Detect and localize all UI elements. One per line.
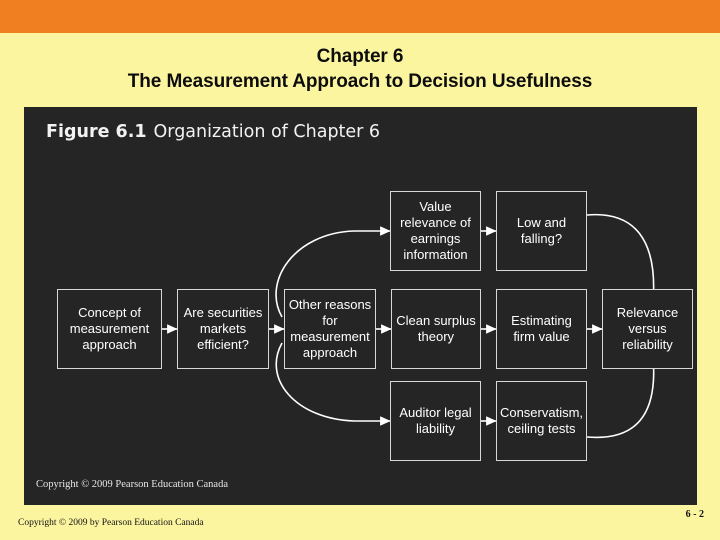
node-value-relevance[interactable]: Value relevance of earnings information <box>390 191 481 271</box>
page-title-line-1: Chapter 6 <box>316 46 404 67</box>
node-low-and-falling[interactable]: Low and falling? <box>496 191 587 271</box>
diagram-connectors <box>162 213 659 439</box>
figure-panel: Figure 6.1 Organization of Chapter 6 <box>24 107 697 505</box>
accent-bar-top <box>0 0 720 33</box>
node-auditor-legal-liability[interactable]: Auditor legal liability <box>390 381 481 461</box>
node-estimating-firm-value[interactable]: Estimating firm value <box>496 289 587 369</box>
node-conservatism-ceiling-tests-label: Conservatism, ceiling tests <box>499 405 584 436</box>
figure-heading: Figure 6.1 Organization of Chapter 6 <box>46 122 380 142</box>
node-concept[interactable]: Concept of measurement approach <box>57 289 162 369</box>
node-securities[interactable]: Are securities markets efficient? <box>177 289 269 369</box>
node-clean-surplus-label: Clean surplus theory <box>396 313 476 344</box>
arrow-other-to-value <box>275 226 391 318</box>
node-conservatism-ceiling-tests[interactable]: Conservatism, ceiling tests <box>496 381 587 461</box>
node-other-reasons-label: Other reasons for measurement approach <box>288 297 372 360</box>
node-securities-label: Are securities markets efficient? <box>183 305 263 352</box>
node-concept-label: Concept of measurement approach <box>69 305 150 352</box>
organization-flow-diagram: Concept of measurement approach Are secu… <box>24 107 697 505</box>
node-relevance-versus-reliability-label: Relevance versus reliability <box>616 305 679 352</box>
node-clean-surplus[interactable]: Clean surplus theory <box>391 289 481 369</box>
footer-page-number: 6 - 2 <box>685 509 704 520</box>
figure-label: Figure 6.1 <box>46 122 147 142</box>
arrow-lowfalling-to-relevance <box>586 213 659 304</box>
node-estimating-firm-value-label: Estimating firm value <box>511 313 572 344</box>
node-relevance-versus-reliability[interactable]: Relevance versus reliability <box>602 289 693 369</box>
page-title: Chapter 6 The Measurement Approach to De… <box>0 44 720 94</box>
node-auditor-legal-liability-label: Auditor legal liability <box>399 405 472 436</box>
page-title-line-2: The Measurement Approach to Decision Use… <box>127 71 593 92</box>
arrow-other-to-auditor <box>275 342 391 426</box>
node-value-relevance-label: Value relevance of earnings information <box>400 199 471 262</box>
figure-credit: Copyright © 2009 Pearson Education Canad… <box>36 479 228 490</box>
footer-copyright: Copyright © 2009 by Pearson Education Ca… <box>18 518 204 528</box>
node-low-and-falling-label: Low and falling? <box>516 215 567 246</box>
figure-title: Organization of Chapter 6 <box>153 122 381 142</box>
arrow-conservatism-to-relevance <box>586 356 659 439</box>
node-other-reasons[interactable]: Other reasons for measurement approach <box>284 289 376 369</box>
